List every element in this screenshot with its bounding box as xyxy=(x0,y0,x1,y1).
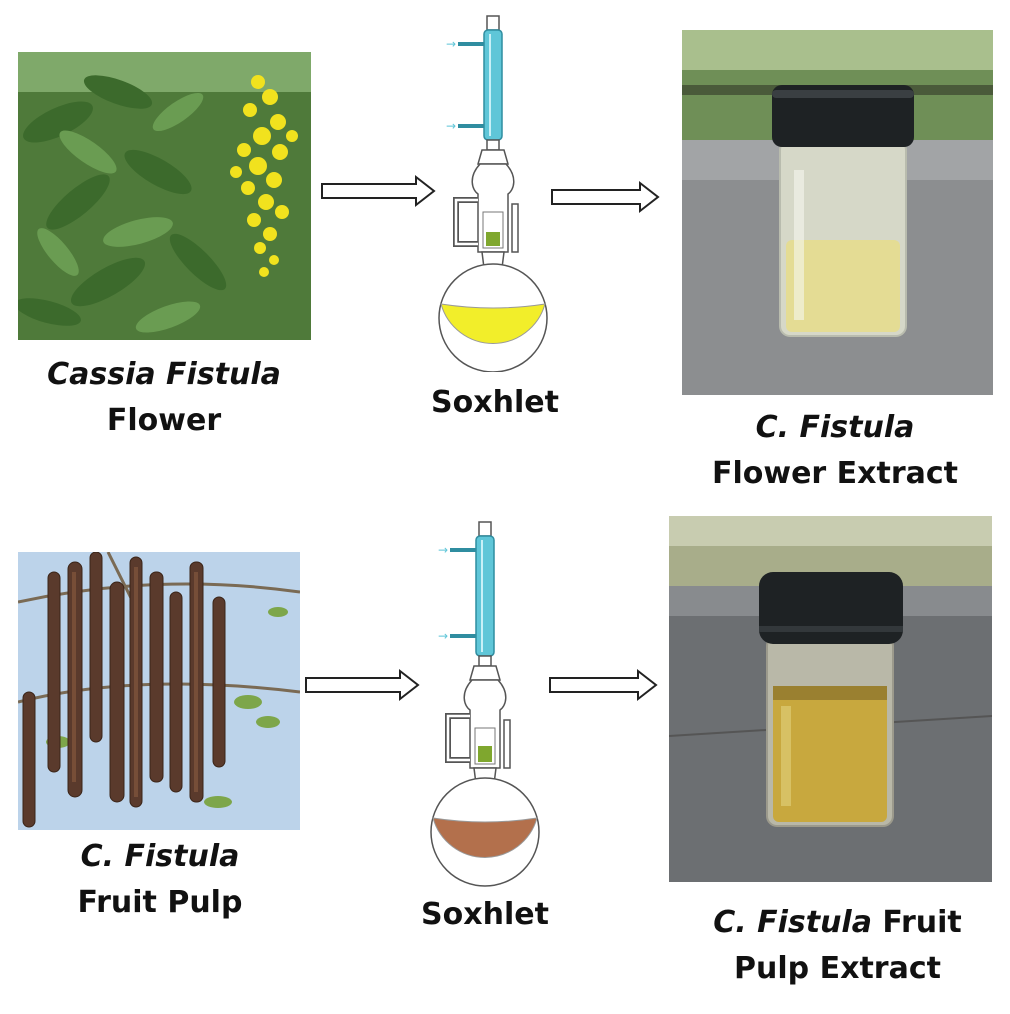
fruit-pulp-extract-photo xyxy=(669,516,992,882)
soxhlet-label-2: Soxhlet xyxy=(421,897,549,932)
flower-extract-label: C. Fistula Flower Extract xyxy=(670,405,1000,497)
fruit-pulp-extract-italic: C. Fistula xyxy=(713,905,872,940)
arrow-to-soxhlet-1 xyxy=(321,174,436,208)
fruit-pulp-extract-liquid xyxy=(773,686,887,822)
vial-cap-1 xyxy=(772,85,914,147)
fruit-pulp-source-italic: C. Fistula xyxy=(80,839,240,874)
fruit-pulp-extract-line2: Pulp Extract xyxy=(734,951,941,986)
soxhlet-apparatus-2: → → xyxy=(430,521,540,887)
cassia-fistula-flower-photo xyxy=(18,52,311,340)
fruit-pulp-photo xyxy=(18,552,300,830)
flower-extract-liquid xyxy=(786,240,900,332)
vial-cap-2 xyxy=(759,572,903,644)
fruit-pulp-source-label: C. Fistula Fruit Pulp xyxy=(10,834,310,926)
flower-source-label: Cassia Fistula Flower xyxy=(14,352,314,444)
solvent-2 xyxy=(432,817,538,858)
soxhlet-label-1: Soxhlet xyxy=(431,385,559,420)
soxhlet-apparatus-1: → → xyxy=(438,15,548,372)
svg-text:→: → xyxy=(446,119,456,133)
flower-extract-photo xyxy=(682,30,993,395)
arrow-to-soxhlet-2 xyxy=(305,668,420,702)
condenser-2 xyxy=(475,535,495,657)
flower-source-italic: Cassia Fistula xyxy=(47,357,281,392)
sample-thimble-2 xyxy=(478,746,492,762)
condenser-1 xyxy=(483,29,503,141)
flower-extract-line2: Flower Extract xyxy=(711,456,959,491)
arrow-to-extract-2 xyxy=(549,668,658,702)
svg-text:→: → xyxy=(438,543,448,557)
fruit-pulp-source-line2: Fruit Pulp xyxy=(77,885,243,920)
svg-text:→: → xyxy=(438,629,448,643)
solvent-1 xyxy=(440,303,546,344)
flower-source-line2: Flower xyxy=(106,403,222,438)
fruit-pulp-extract-line1-rest: Fruit xyxy=(871,905,962,940)
sample-thimble-1 xyxy=(486,232,500,246)
svg-text:→: → xyxy=(446,37,456,51)
flower-extract-italic: C. Fistula xyxy=(755,410,915,445)
arrow-to-extract-1 xyxy=(551,180,660,214)
fruit-pulp-extract-label: C. Fistula Fruit Pulp Extract xyxy=(665,900,1010,992)
